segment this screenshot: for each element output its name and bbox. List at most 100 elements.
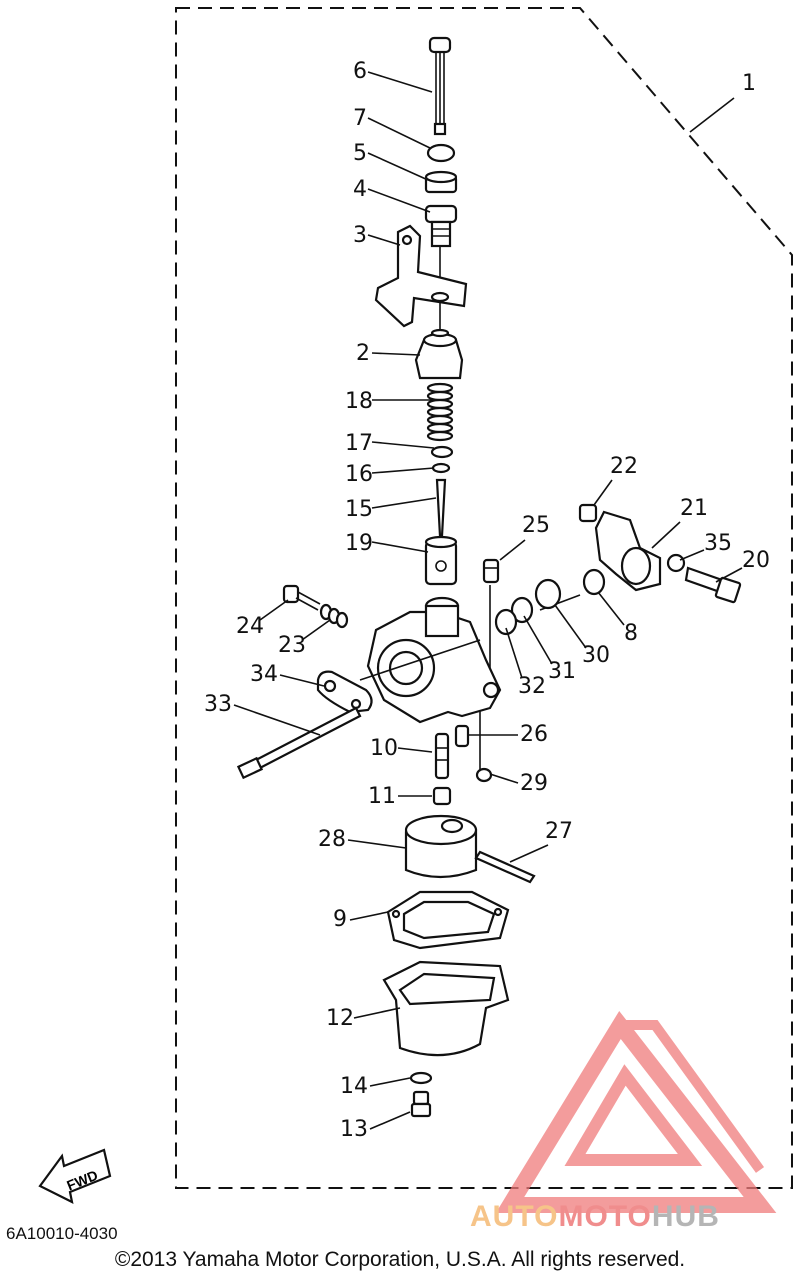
- callout-number-10: 10: [370, 736, 398, 761]
- diagram-part-code: 6A10010-4030: [6, 1224, 118, 1243]
- part-31-washer: [510, 596, 534, 624]
- callout-number-27: 27: [545, 819, 573, 844]
- callout-number-4: 4: [353, 177, 367, 202]
- callout-leader-9: [349, 911, 389, 921]
- part-26-jet: [454, 724, 470, 748]
- callout-leader-34: [279, 674, 325, 687]
- carburetor-body: [359, 596, 502, 724]
- part-5-nut: [424, 170, 458, 194]
- callout-number-8: 8: [624, 621, 638, 646]
- callout-leader-29: [489, 773, 519, 784]
- callout-number-17: 17: [345, 431, 373, 456]
- callout-leader-4: [367, 188, 431, 213]
- callout-number-2: 2: [356, 341, 370, 366]
- callout-leader-23: [301, 619, 331, 641]
- callout-number-1: 1: [742, 71, 756, 96]
- callout-leader-21: [651, 521, 681, 549]
- callout-leader-1: [689, 97, 735, 133]
- part-6-pin: [428, 36, 452, 136]
- part-23-spring: [319, 603, 349, 629]
- copyright-notice: ©2013 Yamaha Motor Corporation, U.S.A. A…: [114, 1248, 686, 1271]
- part-7-cap: [426, 143, 456, 163]
- assembly-boundary: [175, 7, 793, 1189]
- callout-number-11: 11: [368, 784, 396, 809]
- part-24-screw: [282, 584, 321, 611]
- callout-number-3: 3: [353, 223, 367, 248]
- callout-leader-17: [371, 441, 435, 449]
- callout-number-15: 15: [345, 497, 373, 522]
- part-25-jet: [482, 558, 500, 584]
- part-22-nut: [578, 503, 598, 523]
- callout-leader-22: [593, 479, 613, 506]
- callout-number-19: 19: [345, 531, 373, 556]
- part-9-gasket: [386, 890, 510, 950]
- part-4-adjuster: [424, 204, 458, 248]
- callout-leader-32: [505, 627, 523, 679]
- part-30-nut: [534, 578, 562, 610]
- callout-leader-20: [715, 567, 743, 583]
- brand-wordmark: AUTOMOTOHUB: [470, 1200, 720, 1234]
- callout-number-18: 18: [345, 389, 373, 414]
- part-28-float: [404, 814, 478, 879]
- callout-leader-24: [259, 599, 289, 621]
- part-3-bracket: [374, 224, 468, 328]
- part-20-bolt: [684, 566, 742, 604]
- callout-leader-3: [367, 234, 401, 246]
- callout-leader-12: [353, 1007, 401, 1019]
- part-35-washer: [666, 553, 686, 573]
- callout-leader-28: [347, 839, 407, 849]
- callout-leader-15: [371, 497, 437, 509]
- callout-number-16: 16: [345, 462, 373, 487]
- part-18-spring: [426, 382, 454, 442]
- part-29-plug: [475, 767, 493, 783]
- part-17-clip: [430, 445, 454, 459]
- callout-leader-27: [509, 844, 549, 863]
- part-33-shaft: [236, 706, 362, 780]
- callout-number-6: 6: [353, 59, 367, 84]
- part-34-plate: [316, 670, 373, 714]
- callout-leader-5: [367, 152, 429, 181]
- part-32-washer: [494, 608, 518, 636]
- callout-number-7: 7: [353, 106, 367, 131]
- part-19-valve: [424, 535, 458, 586]
- callout-number-21: 21: [680, 496, 708, 521]
- brand-moto: MOTO: [558, 1200, 652, 1233]
- callout-number-12: 12: [326, 1006, 354, 1031]
- part-2-cap: [414, 328, 464, 380]
- callout-leader-14: [369, 1077, 411, 1087]
- callout-number-32: 32: [518, 674, 546, 699]
- callout-number-33: 33: [204, 692, 232, 717]
- callout-number-25: 25: [522, 513, 550, 538]
- part-14-washer: [409, 1071, 433, 1085]
- part-13-bolt: [410, 1090, 432, 1118]
- callout-number-29: 29: [520, 771, 548, 796]
- callout-number-22: 22: [610, 454, 638, 479]
- callout-number-28: 28: [318, 827, 346, 852]
- forward-direction-arrow: FWD: [38, 1148, 112, 1204]
- part-27-pin: [474, 850, 536, 884]
- callout-number-23: 23: [278, 633, 306, 658]
- callout-number-24: 24: [236, 614, 264, 639]
- callout-number-30: 30: [582, 643, 610, 668]
- callout-leader-10: [397, 747, 433, 753]
- callout-leader-6: [367, 71, 433, 93]
- brand-logo-watermark: [495, 1010, 777, 1213]
- callout-number-9: 9: [333, 907, 347, 932]
- part-21-lever: [594, 510, 662, 592]
- callout-leader-35: [679, 549, 705, 561]
- callout-layer: 1675432181716151922252135208303132242334…: [204, 59, 770, 1142]
- callout-number-35: 35: [704, 531, 732, 556]
- callout-leader-8: [597, 591, 625, 626]
- callout-leader-13: [369, 1111, 411, 1130]
- callout-leader-31: [523, 615, 553, 665]
- callout-number-20: 20: [742, 548, 770, 573]
- callout-leader-25: [499, 539, 526, 561]
- callout-number-5: 5: [353, 141, 367, 166]
- callout-leader-7: [367, 117, 431, 149]
- callout-number-26: 26: [520, 722, 548, 747]
- callout-leader-16: [371, 467, 435, 474]
- callout-number-31: 31: [548, 659, 576, 684]
- callout-number-13: 13: [340, 1117, 368, 1142]
- callout-number-34: 34: [250, 662, 278, 687]
